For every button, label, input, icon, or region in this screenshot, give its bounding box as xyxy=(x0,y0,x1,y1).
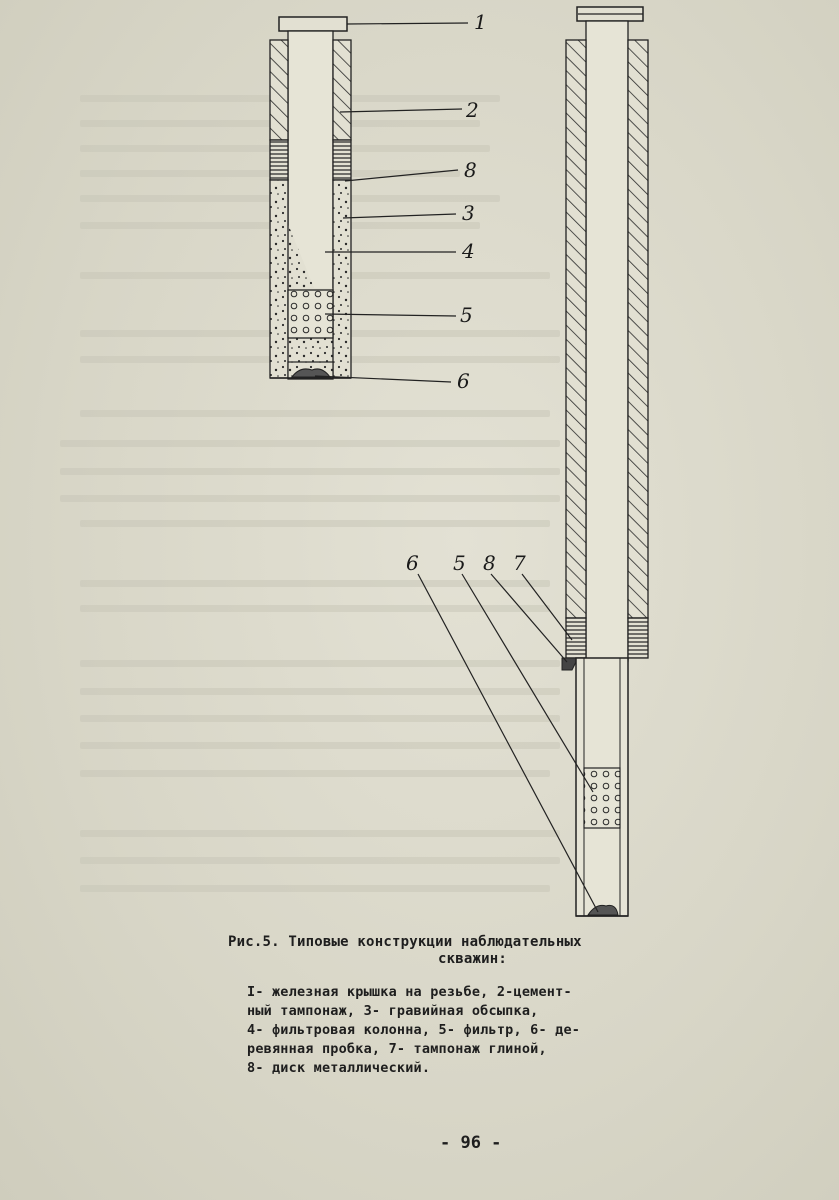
left-callout-numbers: 1 2 8 3 4 5 6 xyxy=(457,10,487,393)
legend-line: ный тампонаж, 3- гравийная обсыпка, xyxy=(247,1003,539,1019)
legend-line: 8- диск металлический. xyxy=(247,1060,431,1076)
legend-line: ревянная пробка, 7- тампонаж глиной, xyxy=(247,1041,547,1057)
page-number: - 96 - xyxy=(440,1133,502,1153)
callout-number: 1 xyxy=(474,10,487,34)
right-callout-numbers: 6 5 8 7 xyxy=(406,551,526,575)
caption-title-line: скважин: xyxy=(438,951,508,967)
right-clay-left xyxy=(565,617,587,659)
left-disk-right xyxy=(332,139,352,181)
callout-number: 5 xyxy=(460,303,473,327)
right-filter xyxy=(583,767,621,829)
right-clay-right xyxy=(627,617,649,659)
right-callout-lines xyxy=(417,13,643,913)
callout-number: 4 xyxy=(461,239,475,263)
callout-number: 2 xyxy=(465,98,479,122)
figure-caption: Рис.5. Типовые конструкции наблюдательны… xyxy=(228,934,748,968)
callout-number: 6 xyxy=(406,551,419,575)
left-callout-lines xyxy=(314,22,469,383)
right-cement-left xyxy=(565,39,587,619)
callout-number: 5 xyxy=(453,551,466,575)
callout-number: 8 xyxy=(464,158,477,182)
right-inner-pipe xyxy=(585,20,629,662)
callout-number: 7 xyxy=(513,551,526,575)
left-plug xyxy=(291,368,331,378)
well-construction-diagram: 1 2 8 3 4 5 6 xyxy=(269,6,649,917)
left-disk-left xyxy=(269,139,289,181)
callout-number: 3 xyxy=(462,201,475,225)
right-well xyxy=(561,6,649,917)
left-cement-left xyxy=(269,39,289,141)
legend-line: I- железная крышка на резьбе, 2-цемент- xyxy=(247,984,572,1000)
callout-number: 8 xyxy=(483,551,496,575)
right-cement-right xyxy=(627,39,649,619)
left-well xyxy=(269,16,352,380)
figure-legend: I- железная крышка на резьбе, 2-цемент- … xyxy=(247,983,717,1078)
callout-number: 6 xyxy=(457,369,470,393)
legend-line: 4- фильтровая колонна, 5- фильтр, 6- де- xyxy=(247,1022,581,1038)
caption-title-line: Рис.5. Типовые конструкции наблюдательны… xyxy=(228,934,582,950)
left-cap xyxy=(278,16,348,32)
left-cement-right xyxy=(332,39,352,141)
